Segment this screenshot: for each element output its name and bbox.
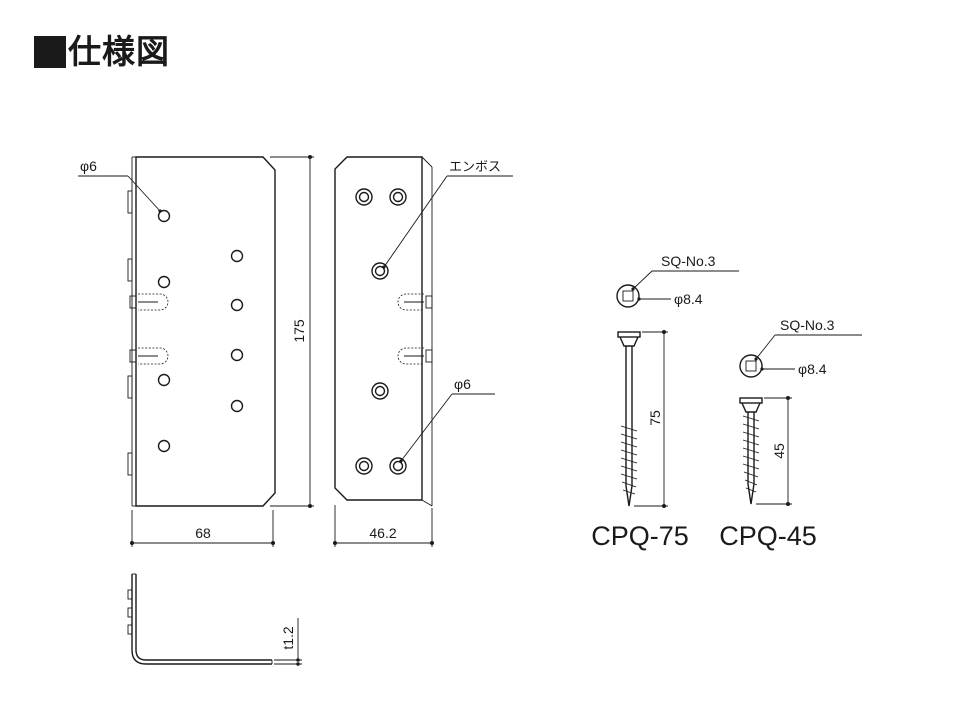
cpq75-head-dia-label: φ8.4 [674, 291, 703, 307]
back-width-dimension: 46.2 [369, 525, 396, 541]
front-hole [230, 249, 244, 263]
thickness-dimension: t1.2 [280, 626, 296, 650]
title-square-icon [34, 36, 66, 68]
cpq45-model-label: CPQ-45 [719, 521, 817, 551]
screw-cpq-75: SQ-No.3 φ8.4 75 CPQ-75 [591, 253, 739, 551]
front-width-dimension: 68 [195, 525, 211, 541]
cpq45-head-dia-label: φ8.4 [798, 361, 827, 377]
height-dimension: 175 [291, 319, 307, 343]
back-hole-label: φ6 [454, 376, 471, 392]
screw-cpq-45: SQ-No.3 φ8.4 45 CPQ-45 [719, 317, 862, 551]
cpq45-length-dimension: 45 [771, 443, 787, 459]
front-hole [157, 209, 171, 223]
front-hole [157, 275, 171, 289]
emboss-label: エンボス [449, 160, 501, 175]
bracket-side-profile: t1.2 [127, 573, 302, 666]
front-hole [230, 298, 244, 312]
front-hole [157, 439, 171, 453]
front-hole [157, 373, 171, 387]
cpq75-model-label: CPQ-75 [591, 521, 689, 551]
front-hole-label: φ6 [80, 158, 97, 174]
front-hole [230, 348, 244, 362]
bracket-back-view: エンボス φ6 46.2 [333, 156, 513, 547]
bracket-front-view: φ6 175 68 [78, 155, 314, 547]
cpq75-drive-label: SQ-No.3 [661, 253, 716, 269]
page-title-text: 仕様図 [68, 32, 170, 71]
page-title: 仕様図 [34, 30, 170, 74]
cpq75-length-dimension: 75 [647, 410, 663, 426]
cpq45-drive-label: SQ-No.3 [780, 317, 835, 333]
front-hole [230, 399, 244, 413]
